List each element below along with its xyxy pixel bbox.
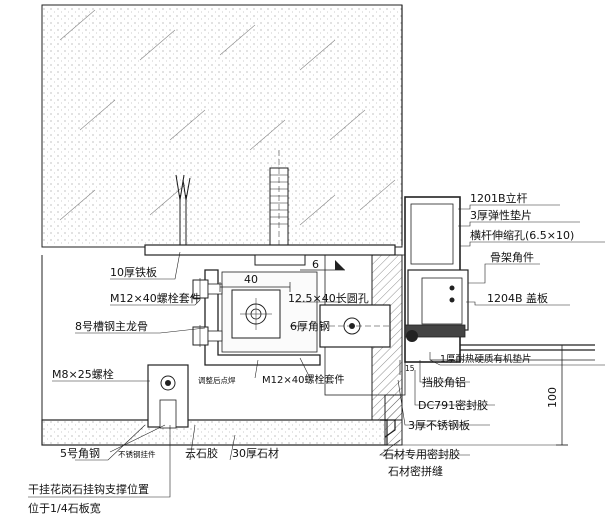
label-elastic-pad: 3厚弹性垫片 — [470, 208, 532, 222]
label-note-line1: 干挂花岗石挂钩支撑位置 — [28, 482, 149, 496]
angle-steel-6mm — [319, 304, 391, 348]
label-bolt-sleeve-top: M12×40螺栓套件 — [110, 291, 201, 305]
label-spot-weld: 调整后点焊 — [198, 375, 236, 385]
dimension-6-text: 6 — [312, 258, 319, 271]
label-angle-steel-5: 5号角钢 — [60, 447, 100, 460]
label-angle-steel-6: 6厚角钢 — [290, 320, 330, 333]
label-frame-angle: 骨架角件 — [490, 251, 534, 264]
label-expansion-hole: 横杆伸缩孔(6.5×10) — [470, 228, 574, 242]
aluminum-mullion — [404, 196, 595, 363]
dimension-15-text: 15 — [405, 364, 415, 373]
anchor-bolt-left — [175, 174, 191, 250]
label-stainless-hanger: 不锈钢挂件 — [118, 449, 156, 459]
stone-slab — [41, 394, 403, 446]
label-iron-plate: 10厚铁板 — [110, 265, 157, 279]
label-stone-30: 30厚石材 — [232, 446, 279, 460]
label-stone-glue: 云石胶 — [185, 446, 218, 460]
label-sealant-dc791: DC791密封胶 — [418, 398, 488, 412]
iron-plate — [144, 244, 396, 266]
label-cover-plate: 1204B 盖板 — [487, 291, 548, 305]
label-bolt-m8: M8×25螺栓 — [52, 367, 114, 381]
label-retaining-aluminum: 挡胶角铝 — [422, 375, 466, 389]
m12-bolt-upper — [192, 278, 223, 300]
label-mullion: 1201B立杆 — [470, 191, 528, 205]
label-stone-joint: 石材密拼缝 — [388, 464, 443, 478]
angle-steel-no5 — [147, 364, 189, 429]
concrete-slab — [41, 4, 403, 248]
dimension-100: 100 — [402, 344, 568, 446]
label-channel-keel: 8号槽钢主龙骨 — [75, 320, 148, 333]
anchor-bolt-right — [269, 150, 289, 262]
dimension-100-text: 100 — [546, 387, 559, 408]
label-slot-hole: 12.5×40长圆孔 — [288, 292, 369, 305]
label-stone-sealant: 石材专用密封胶 — [383, 447, 460, 461]
label-stainless-plate: 3厚不锈钢板 — [408, 418, 470, 432]
channel-steel-keel — [204, 269, 321, 366]
leader-lines-left — [28, 251, 340, 498]
dimension-15: 15 — [399, 360, 415, 375]
dimension-40: 40 — [219, 273, 291, 292]
dimension-40-text: 40 — [244, 273, 258, 286]
m12-bolt-lower — [192, 325, 223, 347]
dimension-6: 6 — [300, 258, 345, 271]
center-bolt — [231, 289, 281, 339]
stainless-hook-detail — [380, 419, 396, 438]
label-bolt-sleeve-bottom: M12×40螺栓套件 — [262, 373, 344, 386]
label-note-line2: 位于1/4石板宽 — [28, 501, 101, 515]
leader-lines-right — [379, 204, 605, 456]
label-insulating-pad: 1厚耐热硬质有机垫片 — [440, 353, 532, 365]
